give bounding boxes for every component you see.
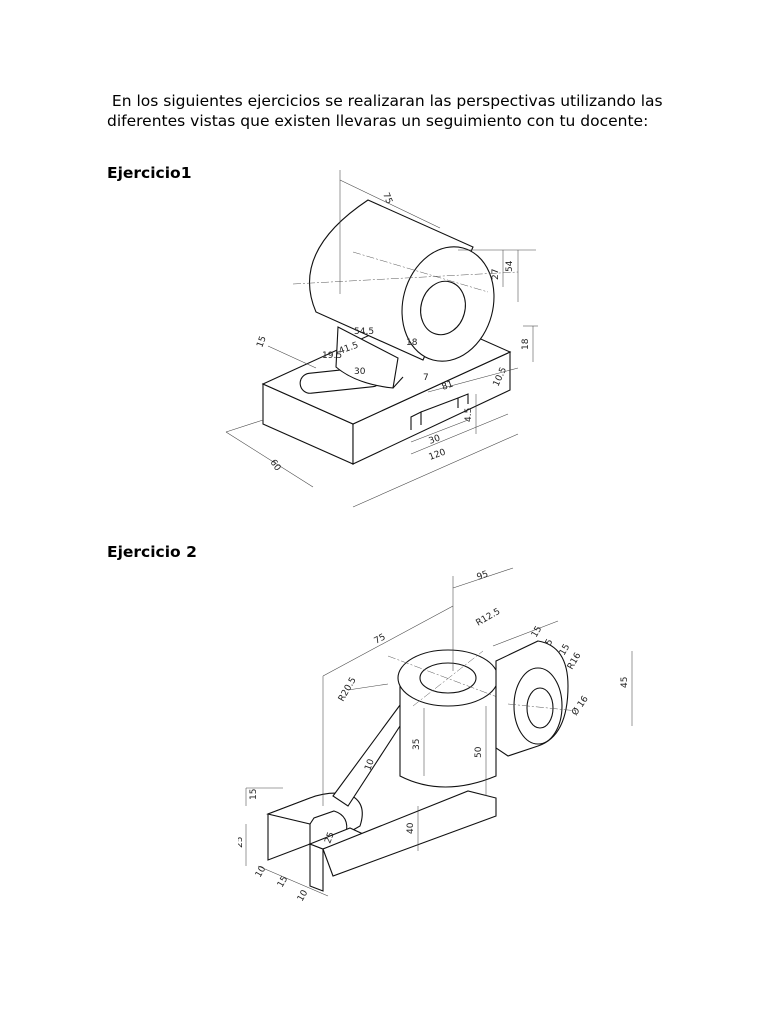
dim-54-5: 54.5 bbox=[354, 327, 374, 337]
dim-54: 54 bbox=[505, 260, 515, 272]
dim-30-slot: 30 bbox=[354, 367, 366, 377]
dim-50: 50 bbox=[474, 746, 484, 758]
dim-30-notch: 30 bbox=[428, 433, 442, 446]
dim-4-5: 4.5 bbox=[464, 408, 474, 422]
dim-10-b: 10 bbox=[296, 888, 311, 903]
dim-25-block: 25 bbox=[238, 837, 245, 848]
left-u-block bbox=[266, 792, 365, 892]
dim-dia16: Ø 16 bbox=[569, 694, 590, 718]
dim-7: 7 bbox=[423, 373, 429, 383]
dim-81: 81 bbox=[441, 380, 455, 393]
dim-r20-5: R20.5 bbox=[337, 676, 359, 704]
dim-60: 60 bbox=[268, 458, 283, 473]
dim-75: 75 bbox=[373, 632, 388, 646]
dim-18-base: 18 bbox=[521, 338, 531, 350]
intro-line-2: diferentes vistas que existen llevaras u… bbox=[107, 112, 649, 130]
dim-45: 45 bbox=[620, 677, 630, 688]
dim-15-block: 15 bbox=[249, 789, 259, 800]
dim-18-web: 18 bbox=[406, 338, 418, 348]
dim-r12-5: R12.5 bbox=[475, 607, 503, 629]
exercise-1-drawing: 75 54 27 54.5 41.5 19.5 30 15 18 18 10.5… bbox=[225, 170, 538, 508]
dim-75: 75 bbox=[380, 191, 394, 205]
dim-40: 40 bbox=[406, 822, 416, 834]
dim-95: 95 bbox=[476, 570, 490, 583]
right-lug bbox=[495, 640, 579, 757]
intro-paragraph: En los siguientes ejercicios se realizar… bbox=[107, 91, 667, 131]
dim-27: 27 bbox=[491, 269, 501, 280]
exercise-2-drawing: 95 75 R12.5 15 5 15 R16 R20.5 45 35 Ø 16… bbox=[238, 567, 633, 904]
dim-15-top: 15 bbox=[530, 625, 544, 640]
dim-5: 5 bbox=[544, 638, 556, 648]
exercise-1-heading: Ejercicio1 bbox=[107, 164, 192, 182]
dim-120: 120 bbox=[428, 447, 448, 462]
dim-25-arm: 25 bbox=[323, 831, 336, 845]
exercise-1-dimensions: 75 54 27 54.5 41.5 19.5 30 15 18 18 10.5… bbox=[225, 170, 538, 508]
intro-line-1: En los siguientes ejercicios se realizar… bbox=[107, 92, 663, 110]
cylinder bbox=[292, 199, 519, 362]
dim-15: 15 bbox=[255, 335, 268, 349]
dim-15-b: 15 bbox=[276, 875, 290, 890]
exercise-2-heading: Ejercicio 2 bbox=[107, 543, 197, 561]
dim-10-a: 10 bbox=[254, 864, 269, 879]
upright-web bbox=[335, 326, 404, 389]
hub-cylinder bbox=[387, 649, 509, 788]
dim-35: 35 bbox=[412, 739, 422, 750]
dim-15-lug: 15 bbox=[558, 643, 572, 658]
dim-10-arm: 10 bbox=[363, 758, 376, 772]
dim-19-5: 19.5 bbox=[322, 351, 342, 361]
